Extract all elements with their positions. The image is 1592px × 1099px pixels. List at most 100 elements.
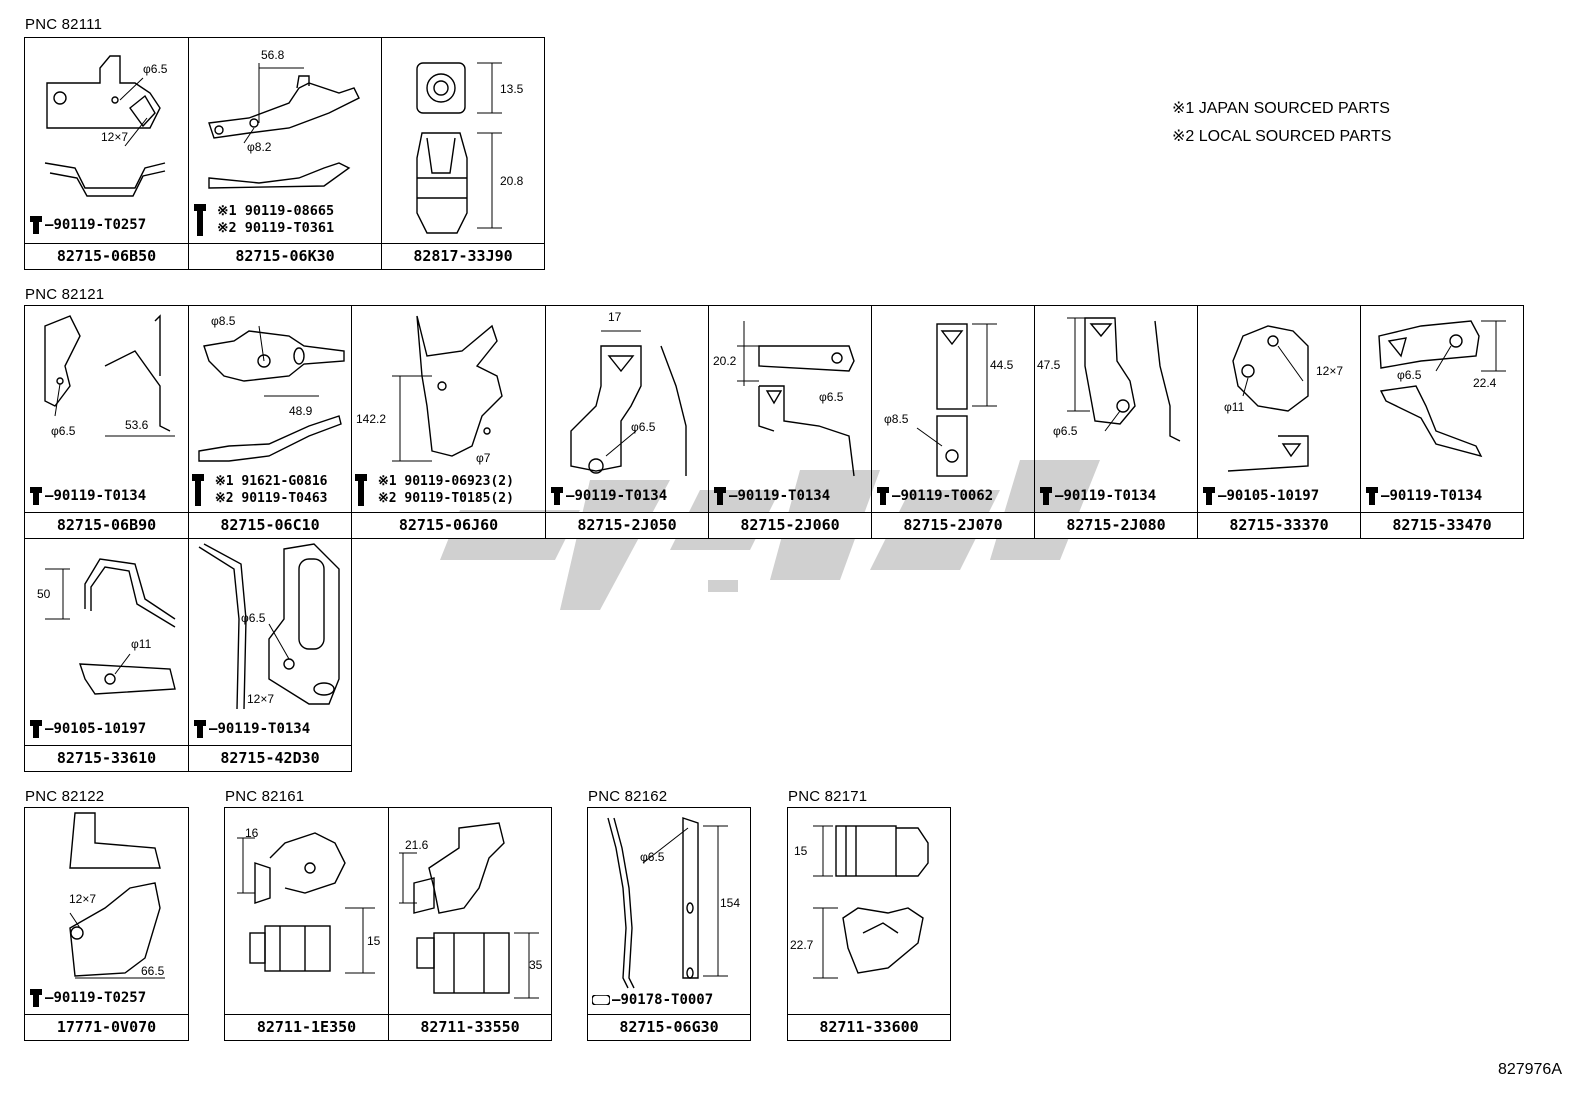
part-number[interactable]: 82715-2J070 bbox=[872, 512, 1034, 538]
bolt-callout: —90119-T0134 bbox=[550, 487, 667, 505]
bolt-callout: —90105-10197 bbox=[1202, 487, 1319, 505]
part-number[interactable]: 82715-06K30 bbox=[189, 243, 381, 269]
part-cell[interactable]: 50 φ11 —90105-10197 82715-33610 bbox=[24, 538, 189, 772]
bolt-part-number: 90119-T0134 bbox=[1389, 488, 1483, 504]
dimension-label: φ6.5 bbox=[143, 62, 168, 76]
dimension-label: φ6.5 bbox=[51, 424, 76, 438]
clip-drawing bbox=[399, 822, 539, 999]
dimension-label: 15 bbox=[367, 934, 381, 948]
dimension-label: 12×7 bbox=[1316, 364, 1344, 378]
dimension-label: φ6.5 bbox=[640, 850, 665, 864]
bolt-part-number: ※2 90119-T0361 bbox=[217, 220, 335, 236]
clip-drawing bbox=[237, 832, 375, 974]
part-number[interactable]: 82715-42D30 bbox=[189, 745, 351, 771]
dimension-label: 22.7 bbox=[790, 938, 814, 952]
bolt-icon bbox=[1203, 487, 1215, 505]
bracket-drawing bbox=[1227, 325, 1309, 472]
dimension-label: 56.8 bbox=[261, 48, 285, 62]
bolt-icon bbox=[1366, 487, 1378, 505]
bolt-part-number: ※1 91621-G0816 bbox=[214, 474, 328, 489]
bolt-part-number: ※1 90119-06923(2) bbox=[377, 474, 514, 489]
bolt-callout: —90119-T0134 bbox=[193, 720, 310, 738]
bolt-part-number: 90119-T0257 bbox=[53, 990, 147, 1006]
part-number[interactable]: 82715-33370 bbox=[1198, 512, 1360, 538]
bolt-part-number: 90119-T0134 bbox=[737, 488, 831, 504]
part-number[interactable]: 82711-1E350 bbox=[225, 1014, 388, 1040]
part-cell[interactable]: 44.5 φ8.5 —90119-T0062 82715-2J070 bbox=[871, 305, 1035, 539]
part-cell[interactable]: 47.5 φ6.5 —90119-T0134 82715-2J080 bbox=[1034, 305, 1198, 539]
part-cell[interactable]: 12×7 φ11 —90105-10197 82715-33370 bbox=[1197, 305, 1361, 539]
part-number[interactable]: 82715-2J050 bbox=[546, 512, 708, 538]
bolt-callout: —90119-T0062 bbox=[876, 487, 993, 505]
bolt-part-number: 90119-T0257 bbox=[53, 217, 147, 233]
bolt-icon bbox=[30, 216, 42, 234]
bolt-icon bbox=[192, 474, 204, 506]
part-cell[interactable]: 21.6 35 82711-33550 bbox=[388, 807, 552, 1041]
clip-drawing bbox=[813, 825, 929, 979]
part-number[interactable]: 82715-06C10 bbox=[189, 512, 351, 538]
dimension-label: 66.5 bbox=[141, 964, 165, 978]
bolt-part-number: 90105-10197 bbox=[1226, 488, 1320, 504]
part-cell[interactable]: φ6.5 12×7 —90119-T0257 82715-06B50 bbox=[24, 37, 189, 270]
bolt-part-number: ※2 90119-T0463 bbox=[214, 491, 328, 506]
dimension-label: φ6.5 bbox=[819, 390, 844, 404]
part-cell[interactable]: 17 φ6.5 —90119-T0134 82715-2J050 bbox=[545, 305, 709, 539]
part-number[interactable]: 82711-33550 bbox=[389, 1014, 551, 1040]
part-number[interactable]: 82715-06G30 bbox=[588, 1014, 750, 1040]
part-cell[interactable]: φ6.5 12×7 —90119-T0134 82715-42D30 bbox=[188, 538, 352, 772]
bracket-drawing bbox=[208, 63, 360, 189]
clip-drawing bbox=[416, 62, 502, 234]
bolt-callout: —90178-T0007 bbox=[592, 992, 713, 1008]
part-cell[interactable]: 13.5 20.8 82817-33J90 bbox=[381, 37, 545, 270]
dimension-label: φ6.5 bbox=[241, 611, 266, 625]
bolt-part-number: 90105-10197 bbox=[53, 721, 147, 737]
bolt-icon bbox=[30, 487, 42, 505]
part-cell[interactable]: 12×7 66.5 —90119-T0257 17771-0V070 bbox=[24, 807, 189, 1041]
part-cell[interactable]: 20.2 φ6.5 —90119-T0134 82715-2J060 bbox=[708, 305, 872, 539]
part-number[interactable]: 82715-2J080 bbox=[1035, 512, 1197, 538]
part-cell[interactable]: 142.2 φ7 ※1 90119-06923(2) ※2 90119-T018… bbox=[351, 305, 546, 539]
pnc-label: PNC 82162 bbox=[588, 788, 668, 805]
part-cell[interactable]: 56.8 φ8.2 ※1 90119-08665 ※2 90119-T0361 … bbox=[188, 37, 382, 270]
part-number[interactable]: 82715-2J060 bbox=[709, 512, 871, 538]
bracket-drawing bbox=[198, 325, 345, 462]
dimension-label: 16 bbox=[245, 826, 259, 840]
part-number[interactable]: 82817-33J90 bbox=[382, 243, 544, 269]
bolt-icon bbox=[194, 720, 206, 738]
bolt-icon bbox=[194, 204, 206, 236]
dimension-label: 142.2 bbox=[356, 412, 387, 426]
part-cell[interactable]: φ8.5 48.9 ※1 91621-G0816 ※2 90119-T0463 … bbox=[188, 305, 352, 539]
bolt-part-number: 90119-T0134 bbox=[1063, 488, 1157, 504]
dimension-label: φ8.2 bbox=[247, 140, 272, 154]
dimension-label: φ7 bbox=[476, 451, 491, 465]
dimension-label: φ11 bbox=[131, 637, 152, 651]
part-number[interactable]: 17771-0V070 bbox=[25, 1014, 188, 1040]
bracket-drawing bbox=[392, 315, 503, 462]
pnc-label: PNC 82171 bbox=[788, 788, 868, 805]
part-cell[interactable]: φ6.5 22.4 —90119-T0134 82715-33470 bbox=[1360, 305, 1524, 539]
part-number[interactable]: 82715-33470 bbox=[1361, 512, 1523, 538]
dimension-label: 47.5 bbox=[1037, 358, 1061, 372]
dimension-label: φ6.5 bbox=[1053, 424, 1078, 438]
part-number[interactable]: 82715-06J60 bbox=[352, 512, 545, 538]
bracket-drawing bbox=[607, 817, 728, 989]
part-number[interactable]: 82711-33600 bbox=[788, 1014, 950, 1040]
bolt-callout: —90105-10197 bbox=[29, 720, 146, 738]
dimension-label: 154 bbox=[720, 896, 741, 910]
part-number[interactable]: 82715-33610 bbox=[25, 745, 188, 771]
part-number[interactable]: 82715-06B90 bbox=[25, 512, 188, 538]
bracket-drawing bbox=[44, 314, 175, 437]
dimension-label: 44.5 bbox=[990, 358, 1014, 372]
bracket-drawing bbox=[570, 330, 687, 476]
part-number[interactable]: 82715-06B50 bbox=[25, 243, 188, 269]
part-cell[interactable]: 16 15 82711-1E350 bbox=[224, 807, 389, 1041]
part-cell[interactable]: φ6.5 53.6 —90119-T0134 82715-06B90 bbox=[24, 305, 189, 539]
bracket-drawing bbox=[1067, 317, 1181, 442]
bolt-callout: —90119-T0134 bbox=[1039, 487, 1156, 505]
part-cell[interactable]: 15 22.7 82711-33600 bbox=[787, 807, 951, 1041]
note-local-sourced: ※2 LOCAL SOURCED PARTS bbox=[1172, 128, 1392, 145]
part-cell[interactable]: φ6.5 154 —90178-T0007 82715-06G30 bbox=[587, 807, 751, 1041]
dimension-label: 50 bbox=[37, 587, 51, 601]
bolt-icon bbox=[355, 474, 367, 506]
dimension-label: 15 bbox=[794, 844, 808, 858]
